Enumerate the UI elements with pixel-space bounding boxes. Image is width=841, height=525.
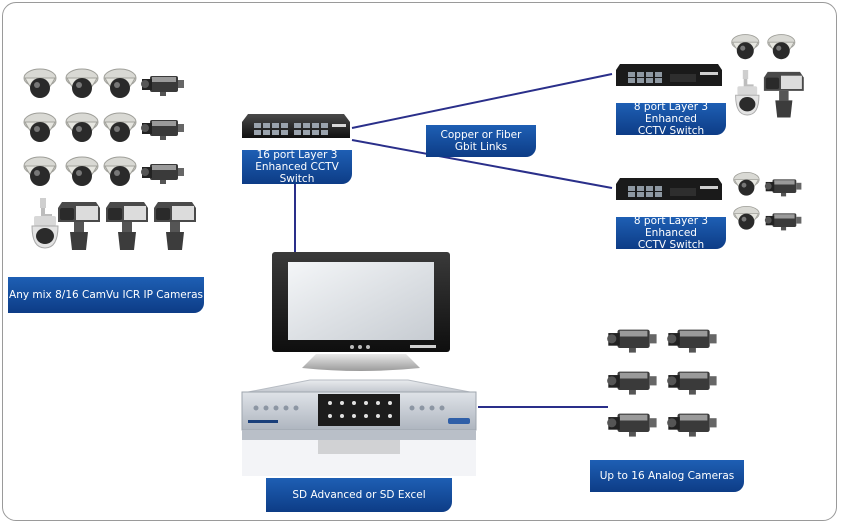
link-switch16-to-switch8b bbox=[351, 139, 613, 189]
switch8b-label-line2: CCTV Switch bbox=[637, 239, 705, 251]
recorder-label: SD Advanced or SD Excel bbox=[266, 478, 452, 512]
dome-camera-icon bbox=[733, 205, 760, 230]
switch-8-port-icon-b bbox=[616, 178, 722, 200]
switch8a-label-line1: 8 port Layer 3 Enhanced bbox=[633, 101, 709, 125]
switch8b-camera-group bbox=[730, 170, 810, 231]
link-switch16-to-switch8a bbox=[351, 73, 613, 129]
links-label-line1: Copper or Fiber bbox=[440, 129, 522, 141]
dome-camera-icon bbox=[103, 68, 137, 98]
switch-8-port-icon-a bbox=[616, 64, 722, 86]
ip-cameras-label: Any mix 8/16 CamVu ICR IP Cameras bbox=[8, 277, 204, 313]
box-camera-icon bbox=[141, 76, 184, 96]
dome-camera-icon bbox=[23, 68, 57, 98]
switch16-label-line1: 16 port Layer 3 bbox=[256, 149, 338, 161]
dome-camera-icon bbox=[733, 171, 760, 196]
ip-cameras-label-text: Any mix 8/16 CamVu ICR IP Cameras bbox=[9, 289, 203, 301]
box-camera-icon bbox=[141, 164, 184, 184]
switch8a-label: 8 port Layer 3 Enhanced CCTV Switch bbox=[616, 101, 726, 137]
links-label-line2: Gbit Links bbox=[454, 141, 508, 153]
box-camera-icon bbox=[141, 120, 184, 140]
switch16-label: 16 port Layer 3 Enhanced CCTV Switch bbox=[242, 149, 352, 185]
box-camera-icon bbox=[667, 371, 717, 395]
switch8a-label-line2: CCTV Switch bbox=[637, 125, 705, 137]
dvr-recorder-icon bbox=[241, 379, 477, 476]
outdoor-housing-camera-icon bbox=[106, 202, 148, 250]
analog-cameras-label: Up to 16 Analog Cameras bbox=[590, 460, 744, 492]
box-camera-icon bbox=[607, 329, 657, 353]
box-camera-icon bbox=[667, 413, 717, 437]
box-camera-icon bbox=[607, 371, 657, 395]
analog-cameras-label-text: Up to 16 Analog Cameras bbox=[599, 470, 735, 482]
lcd-monitor-icon bbox=[272, 252, 450, 371]
switch-16-port-icon bbox=[242, 114, 350, 138]
analog-camera-group bbox=[606, 325, 736, 445]
box-camera-icon bbox=[607, 413, 657, 437]
ptz-camera-icon bbox=[735, 70, 760, 116]
outdoor-housing-camera-icon bbox=[154, 202, 196, 250]
dome-camera-icon bbox=[103, 112, 137, 142]
box-camera-icon bbox=[667, 329, 717, 353]
switch16-label-line2: Enhanced CCTV Switch bbox=[255, 161, 339, 185]
ptz-camera-icon bbox=[31, 198, 59, 249]
switch8a-camera-group bbox=[728, 30, 804, 120]
dome-camera-icon bbox=[65, 68, 99, 98]
ip-camera-group bbox=[16, 60, 206, 265]
dome-camera-icon bbox=[23, 156, 57, 186]
dome-camera-icon bbox=[103, 156, 137, 186]
switch8b-label: 8 port Layer 3 Enhanced CCTV Switch bbox=[616, 215, 726, 251]
box-camera-icon bbox=[764, 179, 802, 197]
dome-camera-icon bbox=[65, 112, 99, 142]
dome-camera-icon bbox=[23, 112, 57, 142]
links-label: Copper or Fiber Gbit Links bbox=[426, 125, 536, 157]
outdoor-housing-camera-icon bbox=[763, 71, 804, 118]
dome-camera-icon bbox=[731, 34, 760, 60]
switch8b-label-line1: 8 port Layer 3 Enhanced bbox=[633, 215, 709, 239]
dome-camera-icon bbox=[767, 34, 796, 60]
recorder-label-text: SD Advanced or SD Excel bbox=[292, 489, 426, 501]
outdoor-housing-camera-icon bbox=[58, 202, 100, 250]
box-camera-icon bbox=[764, 213, 802, 231]
dome-camera-icon bbox=[65, 156, 99, 186]
